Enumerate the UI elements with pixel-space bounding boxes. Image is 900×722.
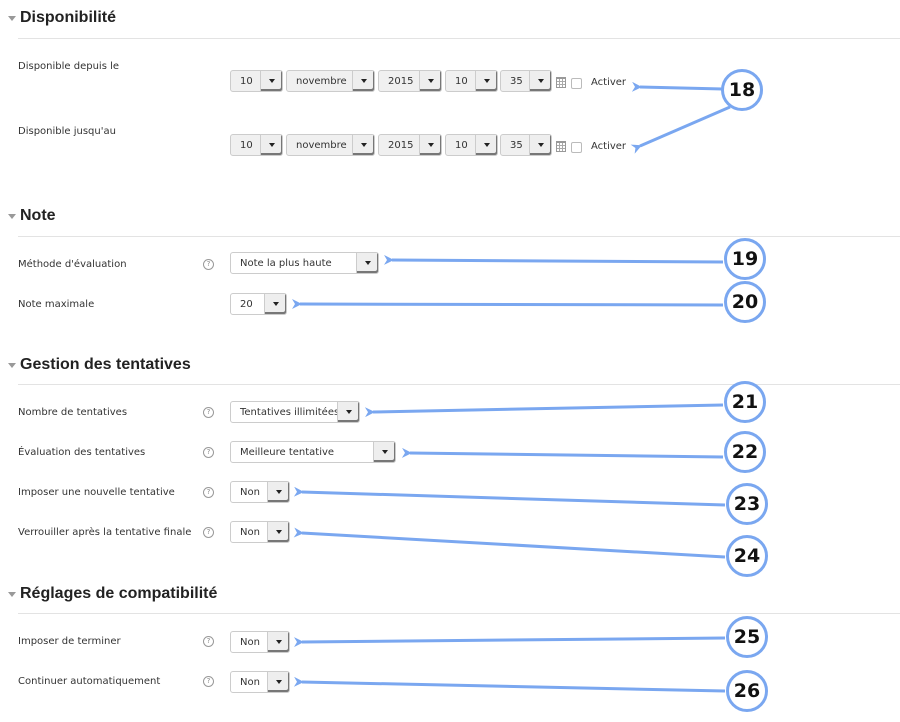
available-from-label: Disponible depuis le <box>18 61 120 72</box>
attempts-grading-select[interactable]: Meilleure tentative <box>230 441 396 463</box>
from-enable-label: Activer <box>591 77 627 88</box>
collapse-caret-icon <box>8 363 16 368</box>
until-enable-label: Activer <box>591 141 627 152</box>
force-new-attempt-select[interactable]: Non <box>230 481 290 503</box>
annotation-badge-18: 18 <box>721 69 763 111</box>
divider <box>18 236 900 237</box>
help-icon[interactable]: ? <box>203 487 214 498</box>
attempts-count-select[interactable]: Tentatives illimitées <box>230 401 360 423</box>
chevron-down-icon <box>475 135 497 155</box>
chevron-down-icon <box>475 71 497 91</box>
until-hour-select[interactable]: 10 <box>445 134 498 156</box>
annotation-badge-23: 23 <box>726 483 768 525</box>
chevron-down-icon <box>264 294 286 314</box>
auto-continue-select[interactable]: Non <box>230 671 290 693</box>
help-icon[interactable]: ? <box>203 676 214 687</box>
from-year-select[interactable]: 2015 <box>378 70 442 92</box>
lock-after-final-select[interactable]: Non <box>230 521 290 543</box>
lock-after-final-label: Verrouiller après la tentative finale <box>18 527 192 538</box>
chevron-down-icon <box>373 442 395 462</box>
collapse-caret-icon <box>8 16 16 21</box>
chevron-down-icon <box>352 135 374 155</box>
chevron-down-icon <box>529 71 551 91</box>
section-grade-header[interactable]: Note <box>8 207 56 225</box>
calendar-icon[interactable] <box>556 77 566 88</box>
until-minute-select[interactable]: 35 <box>500 134 552 156</box>
chevron-down-icon <box>419 71 441 91</box>
until-enable-checkbox[interactable] <box>571 142 582 153</box>
annotation-badge-22: 22 <box>724 431 766 473</box>
grade-method-label: Méthode d'évaluation <box>18 259 127 270</box>
annotation-badge-19: 19 <box>724 238 766 280</box>
chevron-down-icon <box>352 71 374 91</box>
force-finish-label: Imposer de terminer <box>18 636 121 647</box>
force-new-attempt-label: Imposer une nouvelle tentative <box>18 487 175 498</box>
section-attempts-header[interactable]: Gestion des tentatives <box>8 356 191 374</box>
annotation-badge-26: 26 <box>726 670 768 712</box>
help-icon[interactable]: ? <box>203 447 214 458</box>
collapse-caret-icon <box>8 214 16 219</box>
until-year-select[interactable]: 2015 <box>378 134 442 156</box>
section-compat-header[interactable]: Réglages de compatibilité <box>8 585 217 603</box>
max-grade-select[interactable]: 20 <box>230 293 287 315</box>
annotation-badge-20: 20 <box>724 281 766 323</box>
chevron-down-icon <box>260 135 282 155</box>
chevron-down-icon <box>267 672 289 692</box>
collapse-caret-icon <box>8 592 16 597</box>
auto-continue-label: Continuer automatiquement <box>18 676 161 687</box>
divider <box>18 38 900 39</box>
section-title: Réglages de compatibilité <box>20 585 218 602</box>
calendar-icon[interactable] <box>556 141 566 152</box>
grade-method-select[interactable]: Note la plus haute <box>230 252 379 274</box>
divider <box>18 613 900 614</box>
max-grade-label: Note maximale <box>18 299 95 310</box>
from-minute-select[interactable]: 35 <box>500 70 552 92</box>
until-month-select[interactable]: novembre <box>286 134 375 156</box>
help-icon[interactable]: ? <box>203 407 214 418</box>
section-title: Disponibilité <box>20 9 116 26</box>
annotation-badge-24: 24 <box>726 535 768 577</box>
chevron-down-icon <box>267 482 289 502</box>
help-icon[interactable]: ? <box>203 527 214 538</box>
annotation-badge-21: 21 <box>724 381 766 423</box>
chevron-down-icon <box>267 522 289 542</box>
attempts-grading-label: Évaluation des tentatives <box>18 447 146 458</box>
chevron-down-icon <box>260 71 282 91</box>
chevron-down-icon <box>419 135 441 155</box>
chevron-down-icon <box>529 135 551 155</box>
help-icon[interactable]: ? <box>203 636 214 647</box>
section-title: Note <box>20 207 56 224</box>
force-finish-select[interactable]: Non <box>230 631 290 653</box>
divider <box>18 384 900 385</box>
attempts-count-label: Nombre de tentatives <box>18 407 128 418</box>
from-enable-checkbox[interactable] <box>571 78 582 89</box>
chevron-down-icon <box>267 632 289 652</box>
chevron-down-icon <box>337 402 359 422</box>
until-day-select[interactable]: 10 <box>230 134 283 156</box>
available-until-label: Disponible jusqu'au <box>18 126 116 137</box>
from-month-select[interactable]: novembre <box>286 70 375 92</box>
section-title: Gestion des tentatives <box>20 356 191 373</box>
chevron-down-icon <box>356 253 378 273</box>
from-day-select[interactable]: 10 <box>230 70 283 92</box>
annotation-badge-25: 25 <box>726 616 768 658</box>
help-icon[interactable]: ? <box>203 259 214 270</box>
section-availability-header[interactable]: Disponibilité <box>8 9 116 27</box>
from-hour-select[interactable]: 10 <box>445 70 498 92</box>
